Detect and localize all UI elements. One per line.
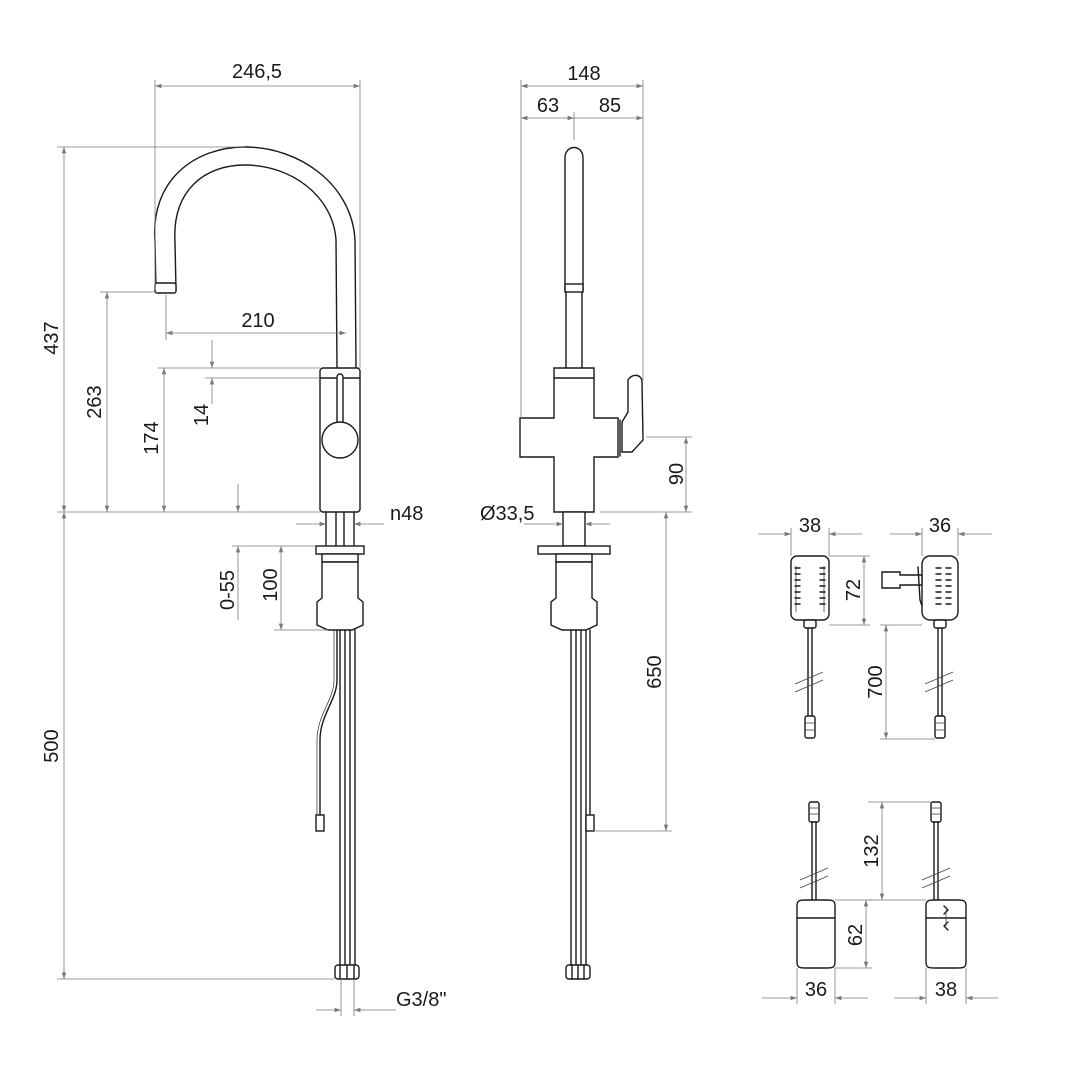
- dim-adapter-36: 36: [929, 515, 951, 537]
- adapter-body: [790, 555, 830, 621]
- dim-90: 90: [666, 463, 688, 485]
- spout-tip: [154, 282, 177, 294]
- front-view: [154, 146, 365, 980]
- battery-box: [796, 899, 836, 969]
- lever-knob: [321, 421, 359, 459]
- cable-wire: [319, 629, 338, 816]
- side-lever: [621, 374, 644, 453]
- dim-148: 148: [567, 63, 600, 85]
- dim-650: 650: [644, 655, 666, 688]
- dim-n48: n48: [390, 503, 423, 525]
- side-spout: [564, 146, 584, 291]
- battery-box-front: 36 62: [762, 801, 872, 1004]
- spout-outline: [154, 146, 357, 369]
- dim-437: 437: [41, 321, 63, 354]
- mounting-nut: [316, 561, 364, 631]
- dim-246-5: 246,5: [232, 61, 282, 83]
- side-body: [519, 367, 619, 513]
- dim-14: 14: [191, 404, 213, 426]
- dim-battery-62: 62: [845, 924, 867, 946]
- mounting-plate: [315, 545, 365, 555]
- cable-plug: [315, 814, 325, 832]
- dim-g3-8: G3/8": [396, 989, 446, 1011]
- battery-box-side: 38 132: [861, 801, 998, 1004]
- dim-adapter-38: 38: [799, 515, 821, 537]
- side-view-dimensions: 148 63 85 90 Ø33,5 650: [480, 63, 692, 832]
- power-adapter-front: 38 72: [758, 515, 870, 739]
- side-mounting-nut: [550, 561, 598, 631]
- front-view-dimensions: 246,5 437 210 263 174 14 n48 0-55: [41, 61, 446, 1016]
- side-mounting-plate: [537, 545, 611, 555]
- adapter-plug-pin: [881, 571, 923, 589]
- dim-100: 100: [260, 568, 282, 601]
- dim-263: 263: [84, 385, 106, 418]
- dim-battery-cable-132: 132: [861, 834, 883, 867]
- lever-handle: [336, 373, 344, 425]
- dim-500: 500: [41, 729, 63, 762]
- dim-210: 210: [241, 310, 274, 332]
- dim-battery-36: 36: [805, 979, 827, 1001]
- power-adapter-side: 36 700: [865, 515, 992, 740]
- dim-0-55: 0-55: [217, 570, 239, 610]
- dim-63: 63: [537, 95, 559, 117]
- dim-diameter-33-5: Ø33,5: [480, 503, 534, 525]
- dim-85: 85: [599, 95, 621, 117]
- dim-cable-700: 700: [865, 665, 887, 698]
- side-view: [519, 146, 644, 980]
- dim-adapter-72: 72: [843, 579, 865, 601]
- adapter-side-body: [921, 555, 959, 621]
- battery-side-box: [925, 899, 967, 969]
- dim-battery-38: 38: [935, 979, 957, 1001]
- dim-174: 174: [141, 421, 163, 454]
